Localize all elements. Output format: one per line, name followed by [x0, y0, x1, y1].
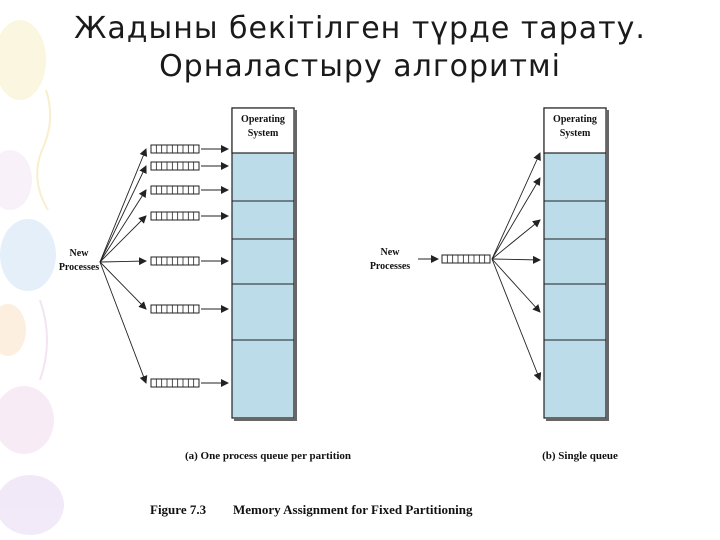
os-label-a-line-2: System [248, 128, 279, 139]
new-processes-label-b-line-2: Processes [370, 261, 410, 272]
os-label-a-line-1: Operating [241, 114, 285, 125]
arrow-to-partition [491, 258, 542, 381]
process-queue [150, 256, 200, 266]
process-queue [150, 211, 200, 221]
process-queue [150, 185, 200, 195]
os-label-b-line-2: System [560, 128, 591, 139]
caption-a: (a) One process queue per partition [185, 450, 351, 462]
arrow-to-partition [491, 152, 541, 260]
caption-b: (b) Single queue [542, 450, 618, 462]
arrow-to-queue [99, 261, 147, 310]
arrow-to-queue [99, 261, 148, 384]
new-processes-label-a-line-1: New [70, 248, 90, 259]
queues-a [99, 144, 229, 388]
arrow-to-partition [491, 177, 541, 260]
memory-block-a: Operating System [231, 107, 297, 421]
single-process-queue [441, 254, 491, 264]
arrow-to-queue [99, 215, 147, 263]
process-queue [150, 161, 200, 171]
slide-title: Жадыны бекітілген түрде тарату. Орналаст… [0, 10, 720, 86]
queue-b [418, 152, 542, 381]
os-label-b-line-1: Operating [553, 114, 597, 125]
process-queue [150, 378, 200, 388]
arrow-to-queue [99, 257, 147, 266]
slide-title-line-2: Орналастыру алгоритмі [159, 49, 561, 84]
new-processes-label-b-line-1: New [381, 247, 401, 258]
arrow-to-queue [99, 189, 147, 263]
figure-label: Figure 7.3 [150, 502, 207, 517]
arrow-to-queue [99, 148, 148, 263]
arrow-to-partition [491, 255, 541, 264]
process-queue [150, 304, 200, 314]
arrow-to-queue [99, 165, 147, 263]
new-processes-label-a-line-2: Processes [59, 262, 99, 273]
slide-title-line-1: Жадыны бекітілген түрде тарату. [74, 11, 646, 46]
arrow-to-partition [491, 219, 541, 260]
figure-title: Memory Assignment for Fixed Partitioning [233, 502, 473, 517]
memory-block-b: Operating System [543, 107, 609, 421]
arrow-to-partition [491, 258, 541, 313]
balloon-decoration [0, 20, 64, 535]
process-queue [150, 144, 200, 154]
os-partition-b [543, 107, 607, 154]
